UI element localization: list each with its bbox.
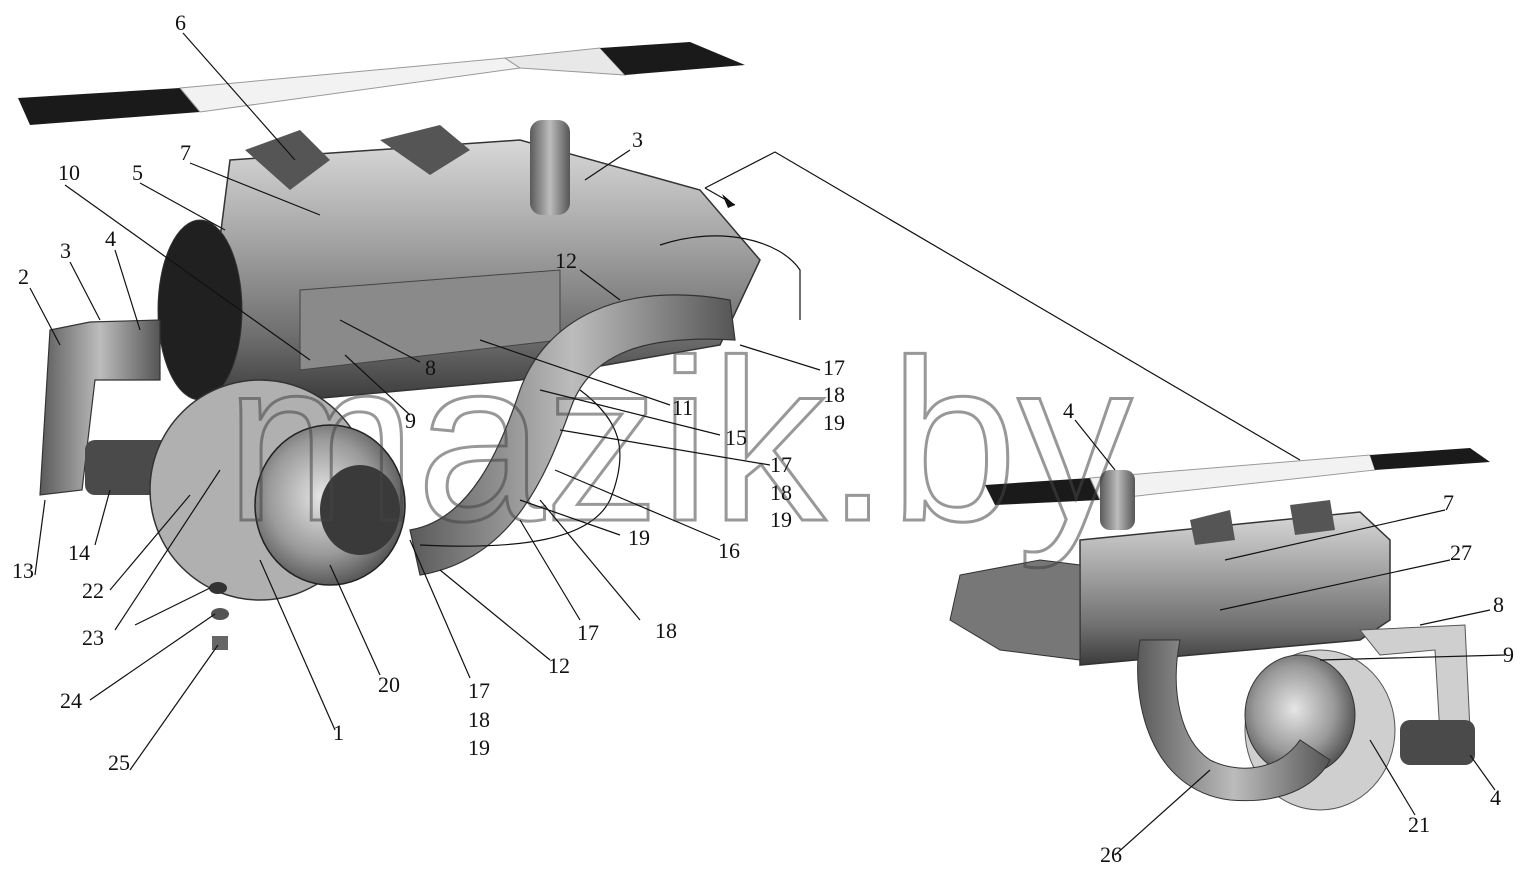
callout-3-top: 3 <box>632 127 643 152</box>
callout-7: 7 <box>180 140 191 165</box>
callout-17-d: 17 <box>577 620 599 645</box>
callout-20: 20 <box>378 672 400 697</box>
callout-11: 11 <box>672 395 693 420</box>
view-arrow <box>704 151 1301 461</box>
callout-9-left: 9 <box>405 408 416 433</box>
callout-27: 27 <box>1450 540 1472 565</box>
callout-15: 15 <box>725 425 747 450</box>
callout-16: 16 <box>718 538 740 563</box>
coolant-elbow-left <box>39 319 170 496</box>
heater-body-right <box>949 470 1391 666</box>
mounting-bracket-left <box>18 42 745 125</box>
small-parts-left <box>209 582 229 650</box>
callout-19-d: 19 <box>468 735 490 760</box>
callout-21: 21 <box>1408 812 1430 837</box>
callout-labels: 6 7 10 5 3 2 3 4 12 8 9 11 15 17 18 19 1… <box>12 10 1514 867</box>
callout-18-d: 18 <box>655 618 677 643</box>
callout-17-a: 17 <box>823 355 845 380</box>
callout-8-right: 8 <box>1493 592 1504 617</box>
callout-6: 6 <box>175 10 186 35</box>
callout-8-left: 8 <box>425 355 436 380</box>
callout-1: 1 <box>333 720 344 745</box>
callout-3-left: 3 <box>60 238 71 263</box>
callout-19-a: 19 <box>823 410 845 435</box>
callout-18-a: 18 <box>823 382 845 407</box>
callout-4-left: 4 <box>105 226 116 251</box>
callout-18-c: 18 <box>468 707 490 732</box>
callout-14: 14 <box>68 540 90 565</box>
callout-5: 5 <box>132 160 143 185</box>
callout-10: 10 <box>58 160 80 185</box>
callout-4-right-top: 4 <box>1063 398 1074 423</box>
callout-4-right-bottom: 4 <box>1490 785 1501 810</box>
callout-2: 2 <box>18 264 29 289</box>
callout-13: 13 <box>12 558 34 583</box>
callout-25: 25 <box>108 750 130 775</box>
callout-12-top: 12 <box>555 248 577 273</box>
callout-17-b: 17 <box>770 452 792 477</box>
exhaust-pipe-left <box>409 235 801 576</box>
callout-19-c: 19 <box>628 525 650 550</box>
callout-26: 26 <box>1100 842 1122 867</box>
callout-17-c: 17 <box>468 678 490 703</box>
callout-9-right: 9 <box>1503 642 1514 667</box>
watermark-text: mazik.by <box>225 312 1132 569</box>
callout-24: 24 <box>60 688 82 713</box>
mounting-bracket-right <box>985 448 1490 505</box>
callout-7-right: 7 <box>1443 490 1454 515</box>
callout-12-bottom: 12 <box>548 653 570 678</box>
callout-18-b: 18 <box>770 480 792 505</box>
callout-23: 23 <box>82 625 104 650</box>
leader-lines <box>29 32 1506 856</box>
callout-22: 22 <box>82 578 104 603</box>
callout-19-b: 19 <box>770 507 792 532</box>
burner-fan-left <box>149 379 406 601</box>
exhaust-pipe-right <box>1137 624 1475 802</box>
